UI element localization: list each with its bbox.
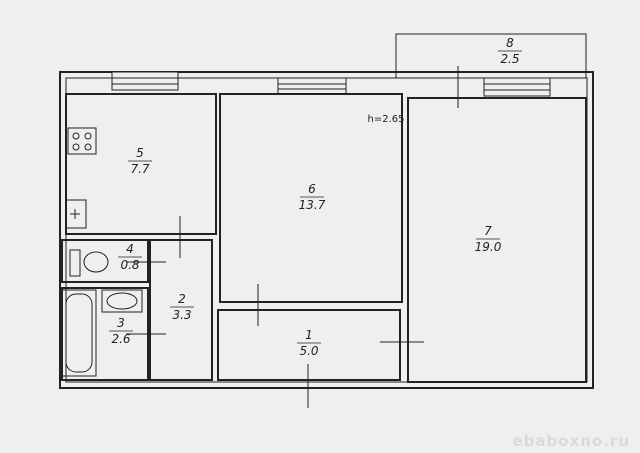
room-2-corridor bbox=[149, 239, 213, 381]
room-area: 2.6 bbox=[111, 332, 130, 346]
room-number: 7 bbox=[484, 224, 492, 238]
room-number: 1 bbox=[305, 328, 313, 342]
room-area: 0.8 bbox=[120, 258, 139, 272]
stove-icon bbox=[67, 127, 97, 155]
room-area: 2.5 bbox=[500, 52, 519, 66]
window-room-6 bbox=[277, 77, 347, 95]
room-label-7: 719.0 bbox=[475, 224, 502, 254]
room-1-hall bbox=[217, 309, 401, 381]
window-kitchen bbox=[111, 71, 179, 91]
room-label-4: 40.8 bbox=[118, 242, 142, 272]
room-label-3: 32.6 bbox=[109, 316, 133, 346]
room-4-wc bbox=[61, 239, 149, 283]
outer-wall bbox=[59, 71, 594, 389]
washbasin-icon bbox=[101, 289, 143, 313]
room-5-kitchen bbox=[65, 93, 217, 235]
room-area: 5.0 bbox=[299, 344, 318, 358]
room-label-6: 613.7 bbox=[299, 182, 326, 212]
window-room-7 bbox=[483, 77, 551, 97]
watermark: ebaboxno.ru bbox=[512, 432, 630, 450]
room-number: 3 bbox=[117, 316, 125, 330]
room-area: 3.3 bbox=[172, 308, 191, 322]
room-label-5: 57.7 bbox=[128, 146, 152, 176]
room-area: 19.0 bbox=[475, 240, 502, 254]
toilet-icon bbox=[69, 249, 109, 277]
room-label-1: 15.0 bbox=[297, 328, 321, 358]
bathtub-icon bbox=[61, 289, 97, 377]
kitchen-sink-icon bbox=[65, 199, 87, 229]
room-area: 13.7 bbox=[299, 198, 326, 212]
room-label-8: 82.5 bbox=[498, 36, 522, 66]
ceiling-height-label: h=2.65 bbox=[368, 114, 405, 125]
room-area: 7.7 bbox=[130, 162, 149, 176]
room-7 bbox=[407, 97, 587, 383]
room-number: 8 bbox=[506, 36, 514, 50]
room-number: 4 bbox=[126, 242, 134, 256]
room-number: 6 bbox=[308, 182, 316, 196]
room-number: 5 bbox=[136, 146, 144, 160]
room-6 bbox=[219, 93, 403, 303]
room-label-2: 23.3 bbox=[170, 292, 194, 322]
room-number: 2 bbox=[178, 292, 186, 306]
